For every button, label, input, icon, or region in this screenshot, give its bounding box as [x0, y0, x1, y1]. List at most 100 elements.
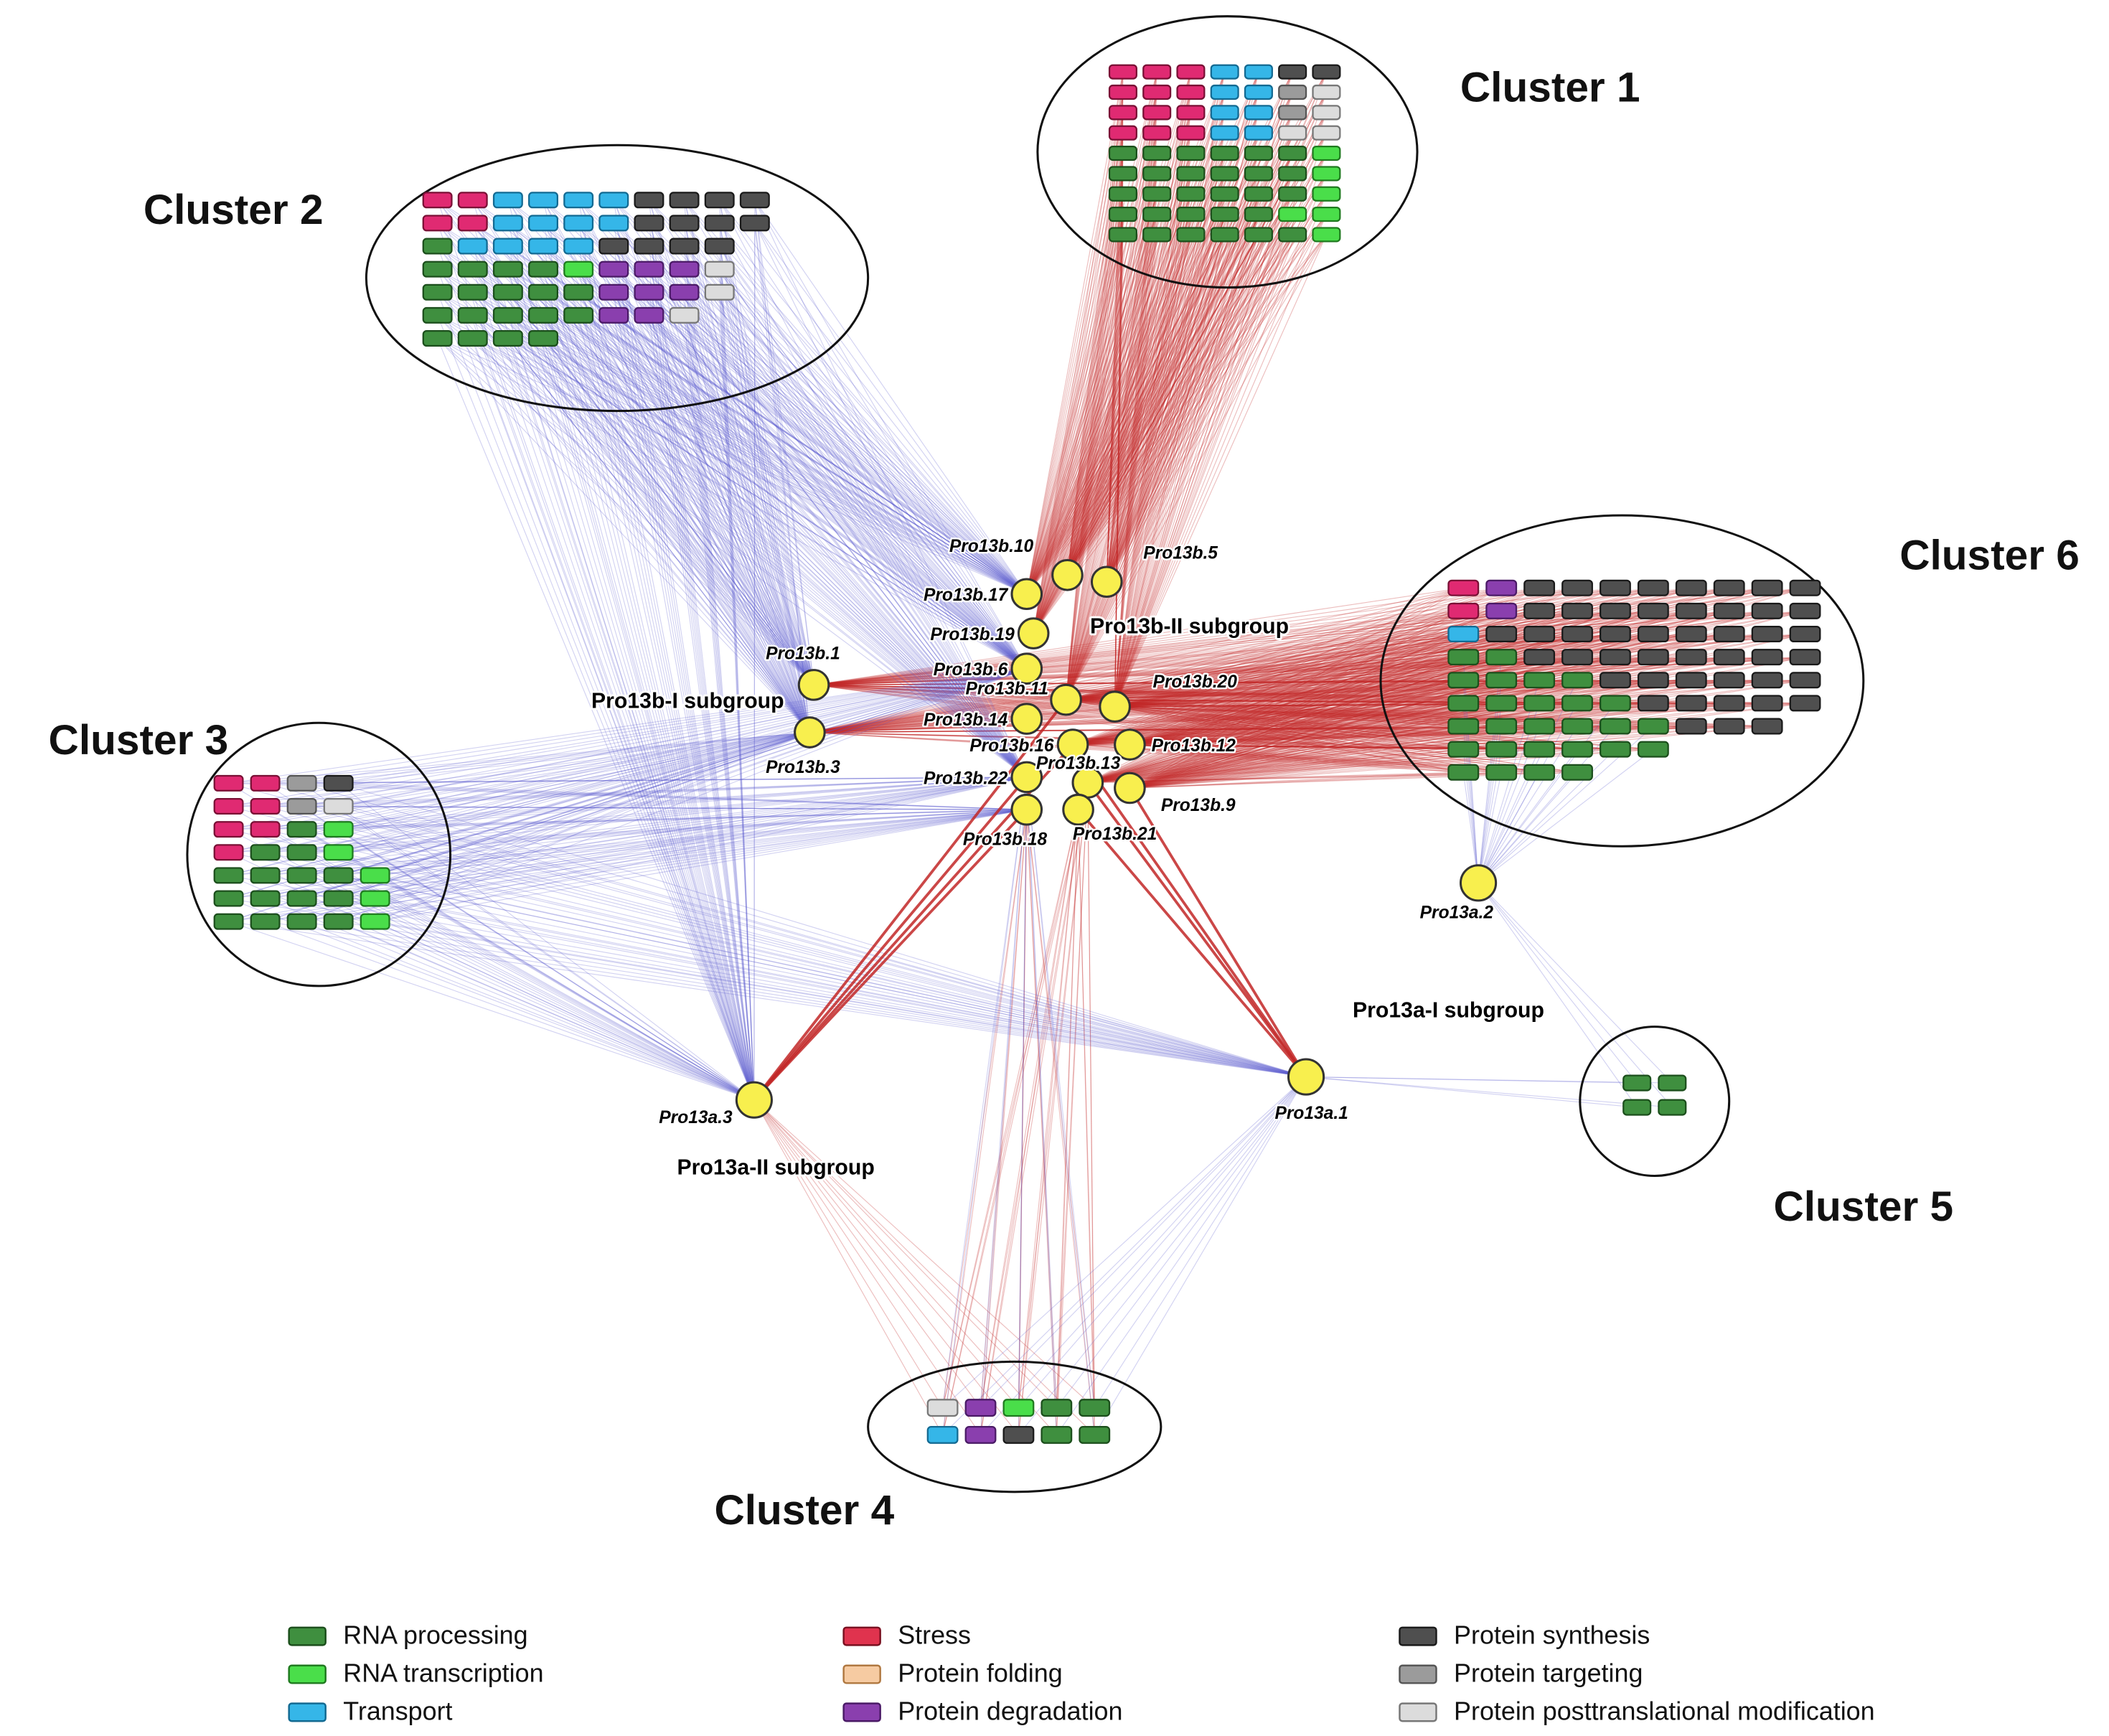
- gene-node[interactable]: [1312, 166, 1341, 182]
- gene-node[interactable]: [1675, 579, 1707, 596]
- hub-node-a3[interactable]: [735, 1081, 773, 1119]
- gene-node[interactable]: [1142, 145, 1172, 161]
- gene-node[interactable]: [1637, 741, 1669, 758]
- gene-node[interactable]: [422, 306, 453, 324]
- hub-node-b14[interactable]: [1010, 703, 1043, 735]
- gene-node[interactable]: [286, 797, 317, 815]
- gene-node[interactable]: [528, 238, 559, 255]
- gene-node[interactable]: [528, 261, 559, 278]
- gene-node[interactable]: [1789, 579, 1821, 596]
- gene-node[interactable]: [1244, 64, 1273, 80]
- gene-node[interactable]: [1278, 166, 1307, 182]
- gene-node[interactable]: [1561, 672, 1593, 689]
- gene-node[interactable]: [1637, 718, 1669, 735]
- gene-node[interactable]: [213, 844, 244, 861]
- hub-node-b19[interactable]: [1017, 617, 1050, 649]
- gene-node[interactable]: [528, 329, 559, 347]
- gene-node[interactable]: [1751, 602, 1783, 619]
- gene-node[interactable]: [457, 283, 488, 301]
- gene-node[interactable]: [926, 1425, 959, 1444]
- gene-node[interactable]: [669, 215, 700, 232]
- hub-node-b18[interactable]: [1010, 793, 1043, 826]
- gene-node[interactable]: [563, 192, 594, 209]
- gene-node[interactable]: [1600, 695, 1631, 712]
- gene-node[interactable]: [1622, 1099, 1652, 1116]
- gene-node[interactable]: [1278, 207, 1307, 222]
- gene-node[interactable]: [1142, 186, 1172, 202]
- gene-node[interactable]: [422, 192, 453, 209]
- gene-node[interactable]: [669, 306, 700, 324]
- gene-node[interactable]: [1485, 718, 1518, 735]
- gene-node[interactable]: [1244, 166, 1273, 182]
- gene-node[interactable]: [213, 821, 244, 838]
- gene-node[interactable]: [1108, 186, 1137, 202]
- gene-node[interactable]: [1176, 64, 1206, 80]
- gene-node[interactable]: [528, 215, 559, 232]
- gene-node[interactable]: [1713, 718, 1745, 735]
- gene-node[interactable]: [1002, 1399, 1035, 1417]
- gene-node[interactable]: [1600, 718, 1631, 735]
- gene-node[interactable]: [492, 238, 523, 255]
- gene-node[interactable]: [598, 215, 629, 232]
- gene-node[interactable]: [1751, 579, 1783, 596]
- gene-node[interactable]: [286, 844, 317, 861]
- gene-node[interactable]: [250, 821, 281, 838]
- gene-node[interactable]: [1447, 764, 1480, 781]
- gene-node[interactable]: [1637, 602, 1669, 619]
- gene-node[interactable]: [1523, 672, 1556, 689]
- gene-node[interactable]: [492, 215, 523, 232]
- hub-node-b10[interactable]: [1051, 558, 1084, 591]
- gene-node[interactable]: [1210, 166, 1239, 182]
- gene-node[interactable]: [1312, 125, 1341, 141]
- hub-node-b17[interactable]: [1010, 578, 1043, 611]
- gene-node[interactable]: [213, 913, 244, 930]
- gene-node[interactable]: [323, 844, 354, 861]
- gene-node[interactable]: [1485, 649, 1518, 666]
- gene-node[interactable]: [1447, 718, 1480, 735]
- gene-node[interactable]: [323, 774, 354, 792]
- gene-node[interactable]: [1142, 84, 1172, 100]
- gene-node[interactable]: [323, 867, 354, 884]
- gene-node[interactable]: [1312, 84, 1341, 100]
- gene-node[interactable]: [1561, 579, 1593, 596]
- gene-node[interactable]: [669, 192, 700, 209]
- gene-node[interactable]: [1312, 105, 1341, 121]
- gene-node[interactable]: [1244, 125, 1273, 141]
- gene-node[interactable]: [250, 797, 281, 815]
- gene-node[interactable]: [1142, 166, 1172, 182]
- gene-node[interactable]: [1176, 186, 1206, 202]
- gene-node[interactable]: [1675, 718, 1707, 735]
- gene-node[interactable]: [422, 215, 453, 232]
- gene-node[interactable]: [213, 890, 244, 907]
- gene-node[interactable]: [1637, 672, 1669, 689]
- gene-node[interactable]: [492, 261, 523, 278]
- gene-node[interactable]: [1210, 84, 1239, 100]
- gene-node[interactable]: [1675, 649, 1707, 666]
- gene-node[interactable]: [1278, 186, 1307, 202]
- gene-node[interactable]: [669, 283, 700, 301]
- gene-node[interactable]: [1658, 1074, 1687, 1092]
- gene-node[interactable]: [1108, 64, 1137, 80]
- hub-node-b3[interactable]: [794, 716, 826, 749]
- gene-node[interactable]: [250, 890, 281, 907]
- gene-node[interactable]: [563, 261, 594, 278]
- gene-node[interactable]: [1713, 649, 1745, 666]
- gene-node[interactable]: [739, 192, 770, 209]
- gene-node[interactable]: [1675, 602, 1707, 619]
- gene-node[interactable]: [286, 890, 317, 907]
- gene-node[interactable]: [1176, 84, 1206, 100]
- gene-node[interactable]: [1244, 105, 1273, 121]
- gene-node[interactable]: [1447, 602, 1480, 619]
- gene-node[interactable]: [1751, 649, 1783, 666]
- gene-node[interactable]: [1713, 625, 1745, 643]
- gene-node[interactable]: [213, 797, 244, 815]
- gene-node[interactable]: [1278, 105, 1307, 121]
- gene-node[interactable]: [1789, 695, 1821, 712]
- gene-node[interactable]: [1108, 145, 1137, 161]
- gene-node[interactable]: [1658, 1099, 1687, 1116]
- gene-node[interactable]: [1485, 764, 1518, 781]
- gene-node[interactable]: [1447, 649, 1480, 666]
- gene-node[interactable]: [1485, 579, 1518, 596]
- gene-node[interactable]: [1002, 1425, 1035, 1444]
- gene-node[interactable]: [1278, 145, 1307, 161]
